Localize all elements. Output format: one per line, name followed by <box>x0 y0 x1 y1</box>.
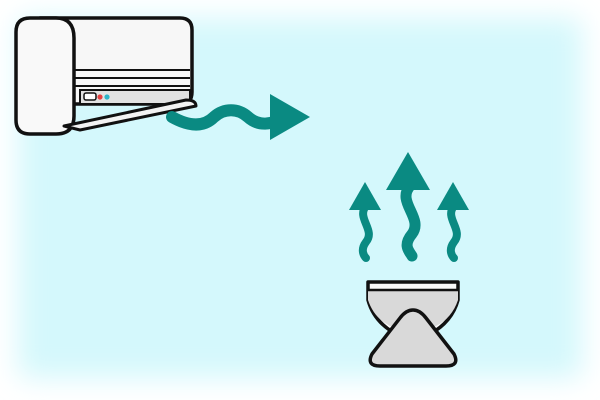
steam-arrow-left-stem <box>358 202 373 262</box>
rising-steam-arrows-icon <box>349 152 469 262</box>
ac-indicator-red <box>97 94 103 100</box>
steam-arrow-center-stem <box>400 180 421 262</box>
steam-arrow-right-stem <box>446 202 461 262</box>
airflow-arrowhead <box>270 94 310 140</box>
wavy-arrow-right-icon <box>166 94 310 140</box>
dish-bowl-band <box>368 290 458 326</box>
ac-front-cover <box>14 16 76 136</box>
ac-indicator-teal <box>104 94 110 100</box>
airflow-wave <box>166 104 290 131</box>
air-conditioner-icon <box>14 16 198 136</box>
dish-stand <box>368 308 458 368</box>
steam-arrow-left-head <box>349 182 381 210</box>
steam-arrow-center-head <box>386 152 430 190</box>
evaporating-dish-icon <box>366 280 460 368</box>
ac-louver <box>62 98 198 132</box>
ac-display <box>83 92 97 101</box>
steam-arrow-right-head <box>437 182 469 210</box>
